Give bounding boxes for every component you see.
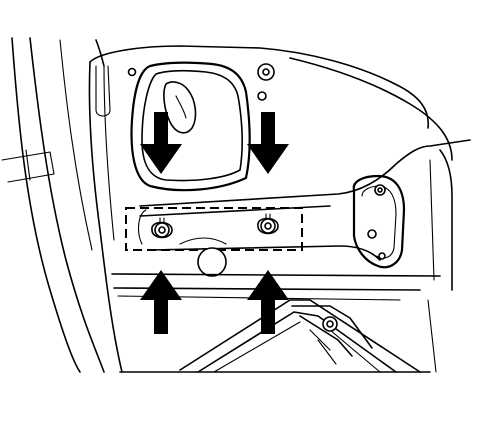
side-impact-beam — [137, 57, 471, 291]
arrow-down-right — [247, 112, 289, 174]
mounting-holes-top — [127, 63, 275, 101]
upper-cutout — [130, 61, 251, 192]
highlighted-fastener-area — [125, 207, 303, 251]
arrow-up-left — [140, 270, 182, 334]
door-bottom-edge — [119, 299, 437, 373]
inner-panel-outline — [88, 39, 429, 373]
hinge-bracket — [352, 174, 406, 269]
arrow-up-right — [247, 270, 289, 334]
access-hole — [197, 247, 227, 277]
window-regulator — [179, 299, 421, 373]
fastener-nut-right — [257, 213, 279, 235]
arrow-down-left — [140, 112, 182, 174]
fastener-nut-left — [151, 217, 173, 239]
door-frame-edge — [1, 37, 105, 373]
